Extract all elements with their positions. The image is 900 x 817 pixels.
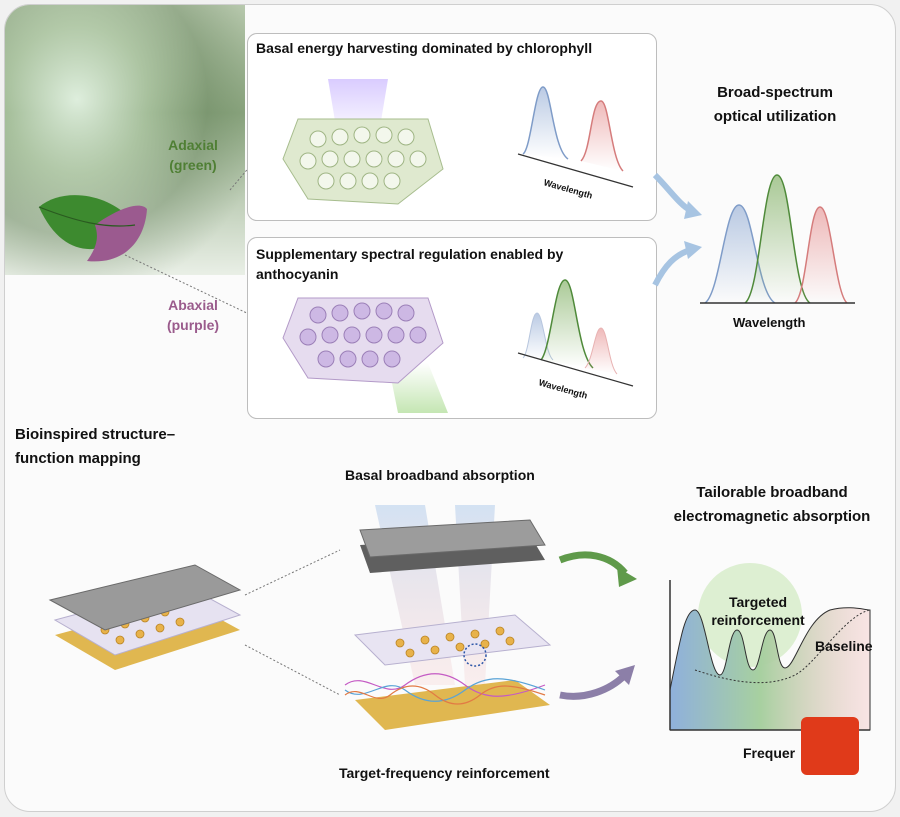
blue-arrows [652, 172, 702, 287]
anthocyanin-panel-title: Supplementary spectral regulation enable… [256, 246, 564, 282]
broad-spectrum-title: Broad-spectrum optical utilization [713, 84, 837, 125]
figure-frame: Adaxial (green) Abaxial (purple) Basal e… [4, 4, 896, 812]
chlorophyll-panel: Basal energy harvesting dominated by chl… [247, 33, 657, 221]
layered-absorber [48, 564, 242, 670]
purple-honeycomb [282, 297, 448, 413]
abaxial-label: Abaxial (purple) [166, 297, 220, 333]
bottom-arrows [558, 551, 637, 700]
metasurface-stack [344, 505, 552, 730]
anthocyanin-spectrum [517, 279, 634, 387]
mapping-title: Bioinspired structure–function mapping [15, 426, 176, 467]
tailorable-title: Tailorable broadband electromagnetic abs… [673, 484, 871, 525]
watermark-logo [801, 717, 859, 775]
adaxial-label: Adaxial (green) [168, 137, 218, 173]
broad-spectrum-chart [700, 174, 855, 304]
chlorophyll-panel-title: Basal energy harvesting dominated by chl… [256, 40, 593, 56]
broad-spectrum-axis-label: Wavelength [733, 315, 806, 330]
anthocyanin-panel: Supplementary spectral regulation enable… [247, 237, 657, 419]
frequency-axis-label: Frequer [743, 745, 796, 761]
targeted-reinforcement-label: Targeted reinforcement [711, 594, 805, 628]
connector-lines [124, 164, 341, 696]
leaf-illustration [38, 195, 147, 262]
target-frequency-title: Target-frequency reinforcement [339, 765, 550, 781]
em-absorption-chart [669, 563, 871, 731]
chlorophyll-spectrum [517, 86, 634, 188]
green-honeycomb [282, 79, 444, 205]
baseline-label: Baseline [815, 638, 873, 654]
basal-broadband-title: Basal broadband absorption [345, 467, 535, 483]
